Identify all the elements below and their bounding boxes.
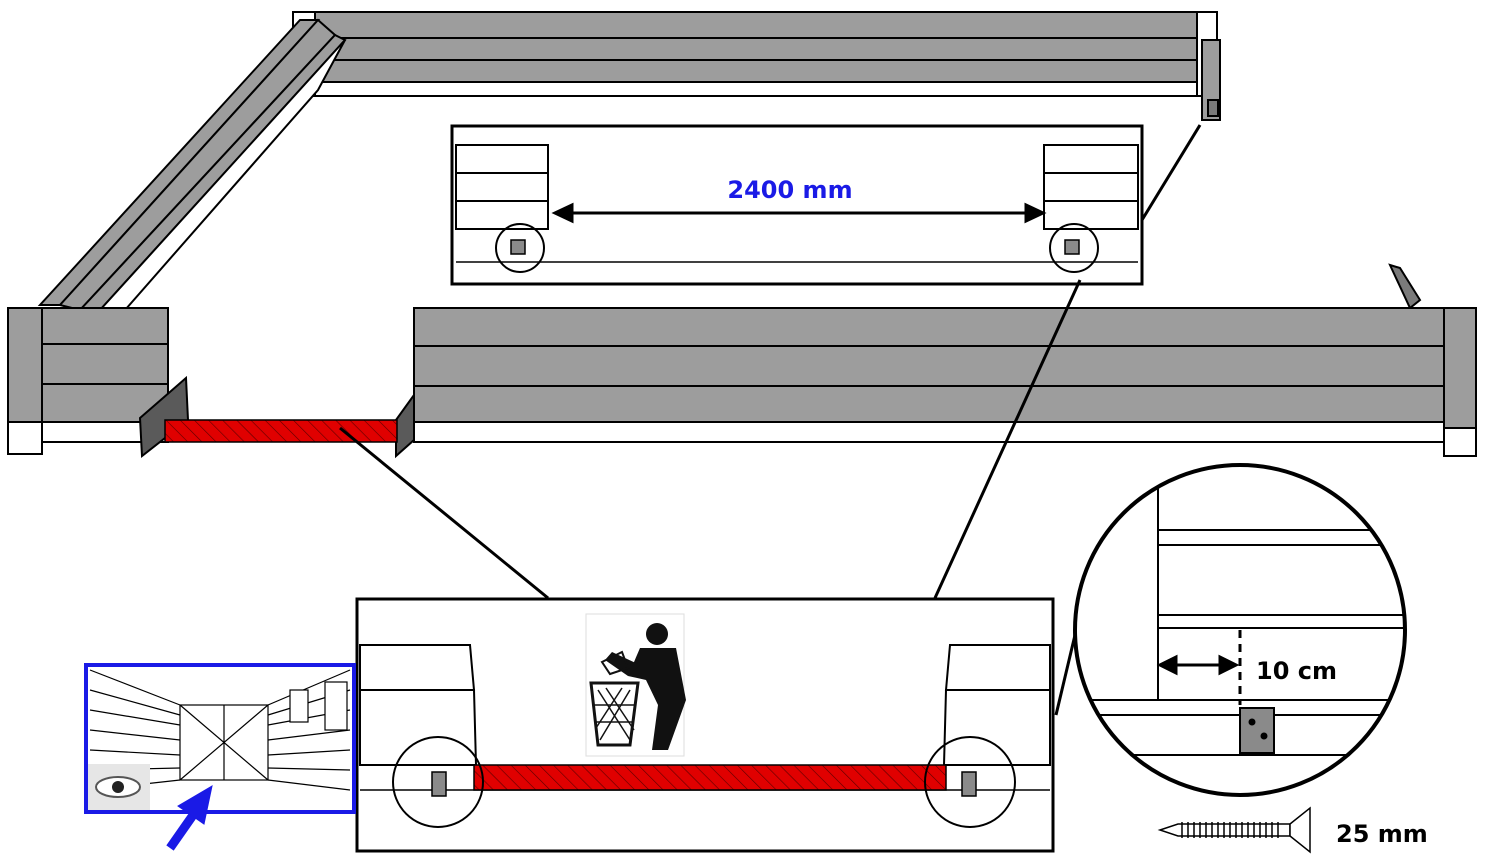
dimension-arrow bbox=[551, 202, 1047, 224]
screw-label: 25 mm bbox=[1336, 820, 1428, 848]
shed-interior-view bbox=[89, 669, 351, 791]
front-left-wall bbox=[7, 307, 169, 455]
left-side-wall bbox=[37, 18, 347, 312]
door-width-label: 2400 mm bbox=[727, 176, 852, 204]
door-width-frame bbox=[450, 124, 1144, 286]
cut-left-bracket bbox=[392, 736, 484, 828]
cut-right-bracket bbox=[924, 736, 1016, 828]
screw-icon bbox=[1157, 806, 1311, 854]
right-end-post bbox=[1388, 263, 1422, 310]
offset-arrow bbox=[1156, 654, 1240, 676]
eye-icon bbox=[88, 764, 150, 810]
right-bracket-circle bbox=[1049, 223, 1099, 273]
cut-detail bbox=[355, 597, 1055, 853]
view-inset bbox=[84, 663, 356, 814]
front-right-wall bbox=[413, 307, 1477, 457]
left-plank-stack bbox=[455, 144, 549, 230]
cut-detail-red-section bbox=[473, 764, 947, 791]
back-wall bbox=[292, 11, 1221, 121]
right-plank-stack bbox=[1043, 144, 1139, 230]
offset-detail: 10 cm bbox=[1073, 463, 1407, 797]
offset-label: 10 cm bbox=[1256, 657, 1337, 685]
cut-section-bar bbox=[164, 419, 398, 443]
left-bracket-circle bbox=[495, 223, 545, 273]
door-width-detail: 2400 mm bbox=[450, 124, 1144, 286]
view-direction-arrow bbox=[166, 784, 213, 851]
wall-assembly bbox=[7, 11, 1477, 459]
door-posts bbox=[138, 375, 415, 459]
tidy-man-icon bbox=[585, 613, 686, 757]
back-right-corner bbox=[1207, 99, 1219, 117]
leader-lines bbox=[339, 124, 1202, 716]
